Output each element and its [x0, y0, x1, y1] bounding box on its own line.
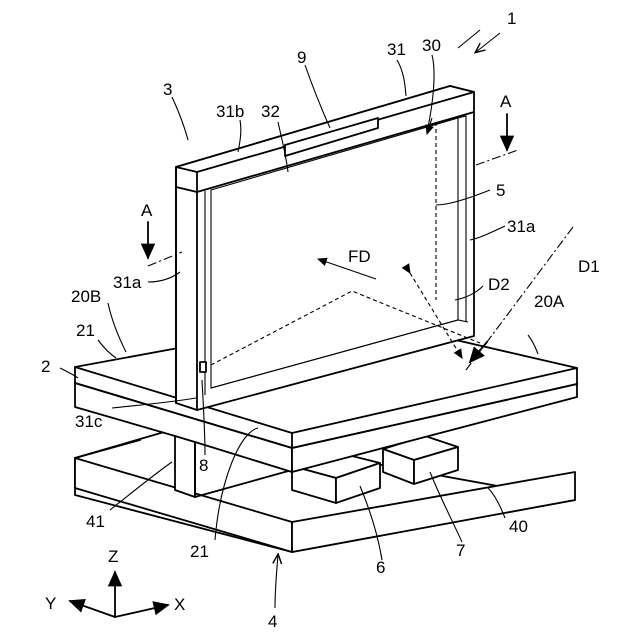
label-left-region: 20B [71, 287, 101, 306]
label-block-front: 6 [376, 558, 385, 577]
label-screen-ref: 5 [496, 181, 505, 200]
label-screen-surface: 32 [261, 102, 280, 121]
label-block-back: 7 [456, 541, 465, 560]
label-lower-plate: 40 [509, 517, 528, 536]
label-right-region: 20A [534, 292, 565, 311]
coordinate-axes [70, 572, 168, 617]
label-top-surface-front: 21 [190, 542, 209, 561]
label-direction-d1: D1 [578, 257, 600, 276]
label-axis-z: Z [108, 547, 118, 566]
label-axis-y: Y [45, 594, 56, 613]
label-frame-bottom: 31c [75, 412, 103, 431]
label-frame: 31 [387, 40, 406, 59]
display [176, 86, 480, 410]
label-top-surface-left: 21 [76, 321, 95, 340]
label-frame-top: 31b [216, 102, 244, 121]
label-screen: 30 [422, 36, 441, 55]
label-device: 1 [507, 9, 516, 28]
label-slot: 9 [297, 48, 306, 67]
label-frame-right-side: 31a [507, 217, 536, 236]
label-lower-column: 41 [86, 512, 105, 531]
section-line-right [476, 150, 518, 165]
label-switch: 8 [199, 456, 208, 475]
label-frame-left-side: 31a [113, 273, 142, 292]
label-display: 3 [163, 80, 172, 99]
label-base: 2 [41, 357, 50, 376]
label-lower-base: 4 [268, 612, 277, 631]
label-direction-d2: D2 [488, 275, 510, 294]
x-axis-arrow [115, 605, 168, 617]
label-direction-fd: FD [348, 247, 371, 266]
label-section-left: A [141, 201, 153, 220]
label-axis-x: X [174, 595, 185, 614]
y-axis-arrow [70, 601, 115, 617]
label-section-right: A [500, 92, 512, 111]
